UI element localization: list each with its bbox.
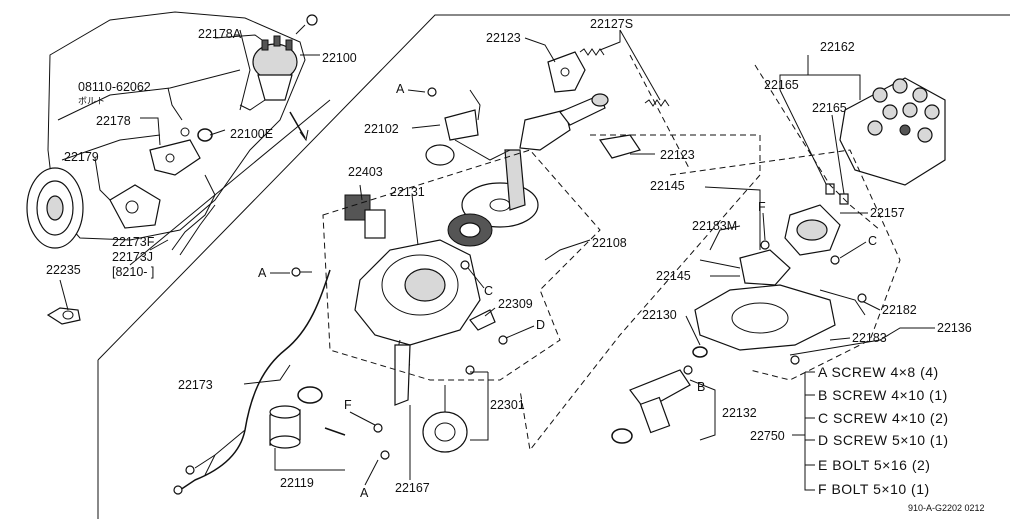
callout-a-3: A (360, 486, 369, 500)
legend-item-e: E BOLT 5×16 (2) (818, 457, 930, 473)
label-22130: 22130 (642, 308, 677, 322)
callout-d-1: D (536, 318, 545, 332)
legend-item-d: D SCREW 5×10 (1) (818, 432, 949, 448)
washer-22130 (692, 346, 708, 358)
housing-22179 (109, 184, 161, 229)
label-22100: 22100 (322, 51, 357, 65)
bracket-22178 (149, 139, 201, 176)
distributor-assembly-small (239, 35, 298, 111)
assembly-arrow (289, 111, 306, 139)
callout-f-2: F (344, 398, 352, 412)
label-22132: 22132 (722, 406, 757, 420)
label-22119: 22119 (280, 476, 314, 490)
label-22100e: 22100E (230, 127, 273, 141)
label-08110: 08110-62062 (78, 80, 151, 94)
label-22173j: 22173J (112, 250, 153, 264)
wire-harness-22173 (179, 269, 331, 491)
screw-symbols (291, 87, 867, 460)
label-22145-a: 22145 (650, 179, 685, 193)
callout-c-2: C (868, 234, 877, 248)
fastener-callouts: A A A B C C D F F (258, 82, 877, 500)
legend-item-c: C SCREW 4×10 (2) (818, 410, 949, 426)
label-22165-b: 22165 (812, 101, 847, 115)
wire-22173j (179, 204, 216, 256)
callout-c-1: C (484, 284, 493, 298)
drive-shaft-22132 (611, 369, 691, 444)
screw-22178a (295, 14, 318, 35)
dashed-boundary-right (519, 134, 761, 452)
label-22235: 22235 (46, 263, 81, 277)
dashed-boundary-cap (754, 64, 881, 231)
wire-22173f (171, 174, 216, 251)
section-divider-main (97, 14, 1010, 361)
breaker-plate-22183 (694, 284, 866, 351)
leader-lines (59, 29, 935, 491)
distributor-cap-22162 (839, 77, 946, 186)
washer-small (683, 365, 693, 375)
part-22167 (394, 344, 411, 406)
callout-b: B (697, 380, 705, 394)
label-22102: 22102 (364, 122, 399, 136)
label-22309: 22309 (498, 297, 533, 311)
label-bolt-jp: ボルト (78, 96, 105, 106)
label-22127s: 22127S (590, 17, 633, 31)
label-22183: 22183 (852, 331, 887, 345)
spring-22127s (579, 48, 670, 107)
oring-22100e (180, 127, 213, 142)
callout-a-2: A (258, 266, 267, 280)
label-8210: [8210- ] (112, 265, 154, 279)
breaker-plate (447, 213, 493, 247)
label-22182: 22182 (882, 303, 917, 317)
part-22309 (469, 309, 496, 331)
label-22136: 22136 (937, 321, 972, 335)
label-22145-b: 22145 (656, 269, 691, 283)
label-22179: 22179 (64, 150, 99, 164)
dashed-boundary-center (322, 149, 601, 381)
label-22108: 22108 (592, 236, 627, 250)
bushing-22119 (269, 386, 323, 449)
carbon-brush-22165 (825, 183, 849, 205)
label-22301: 22301 (490, 398, 525, 412)
legend-item-a: A SCREW 4×8 (4) (818, 364, 939, 380)
rotor-22157 (784, 204, 841, 256)
callout-a-1: A (396, 82, 405, 96)
label-22173f: 22173F (112, 235, 155, 249)
label-22165-a: 22165 (764, 78, 799, 92)
label-22123-lower: 22123 (660, 148, 695, 162)
label-22178: 22178 (96, 114, 131, 128)
legend-item-b: B SCREW 4×10 (1) (818, 387, 948, 403)
label-22403: 22403 (348, 165, 383, 179)
distributor-shaft-22108 (461, 93, 609, 228)
fastener-legend: A SCREW 4×8 (4) B SCREW 4×10 (1) C SCREW… (818, 364, 949, 497)
footer-code: 910-A-G2202 0212 (908, 503, 985, 513)
label-22183m: 22183M (692, 219, 737, 233)
pickup-coil-22183m (699, 249, 791, 286)
vacuum-advance-22301 (422, 365, 475, 453)
label-22157: 22157 (870, 206, 905, 220)
dashed-boundary-far-right (669, 149, 901, 381)
callout-f-1: F (758, 200, 766, 214)
part-22235 (46, 307, 81, 325)
governor-weight-22123-upper (547, 51, 586, 93)
label-22167: 22167 (395, 481, 430, 495)
label-22131: 22131 (390, 185, 425, 199)
distributor-housing-22131 (354, 239, 481, 366)
legend-item-f: F BOLT 5×10 (1) (818, 481, 930, 497)
connector-22403 (344, 194, 386, 239)
rotor-22102 (425, 89, 511, 166)
part-labels: 22178A 22100 08110-62062 ボルト 22178 22100… (46, 17, 972, 495)
label-22123-upper: 22123 (486, 31, 521, 45)
label-22162: 22162 (820, 40, 855, 54)
label-22173: 22173 (178, 378, 213, 392)
governor-weight-22123-lower (598, 134, 641, 159)
label-22750: 22750 (750, 429, 785, 443)
section-divider-left (129, 99, 331, 266)
crank-pulley (26, 167, 84, 249)
label-22178a: 22178A (198, 27, 242, 41)
pin (324, 427, 346, 436)
